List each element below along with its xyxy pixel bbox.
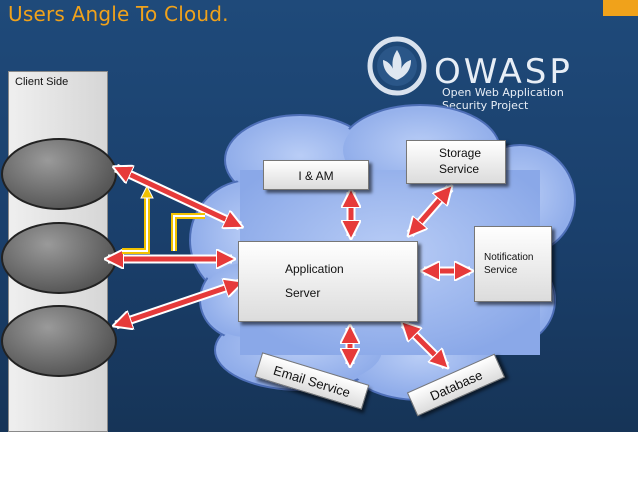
slide-title: Users Angle To Cloud. — [8, 2, 229, 26]
client-device-2[interactable] — [1, 222, 117, 294]
iam-label: I & AM — [298, 169, 334, 183]
client-device-1[interactable] — [1, 138, 117, 210]
client-side-panel: Client Side — [1, 71, 117, 432]
owasp-logo-icon — [367, 36, 427, 96]
storage-box[interactable]: Storage Service — [406, 140, 506, 184]
arrow-client3-app — [116, 283, 240, 325]
accent-bar — [603, 0, 638, 16]
app-label-1: Application — [285, 262, 344, 276]
arrow-app-database — [404, 324, 446, 366]
client-side-label: Client Side — [15, 76, 69, 88]
storage-label-1: Storage — [439, 146, 482, 160]
signal-step-1 — [122, 193, 150, 254]
notification-label-2: Service — [484, 265, 518, 276]
signal-step-2 — [171, 213, 205, 251]
arrow-app-storage — [410, 188, 450, 234]
app-label-2: Server — [285, 286, 321, 300]
connector-layer — [0, 163, 638, 432]
logo-tagline-2: Security Project — [442, 99, 529, 112]
arrow-client1-app — [116, 168, 240, 226]
logo-wordmark: OWASP — [434, 52, 573, 92]
logo-tagline-1: Open Web Application — [442, 86, 564, 99]
client-device-3[interactable] — [1, 305, 117, 377]
notification-label-1: Notification — [484, 252, 534, 263]
iam-box[interactable]: I & AM — [263, 160, 369, 190]
slide-background: Users Angle To Cloud. OWASP Open Web App… — [0, 0, 638, 432]
application-server-box[interactable]: Application Server — [238, 241, 418, 322]
notification-box[interactable]: Notification Service — [474, 226, 552, 302]
storage-label-2: Service — [439, 162, 480, 176]
